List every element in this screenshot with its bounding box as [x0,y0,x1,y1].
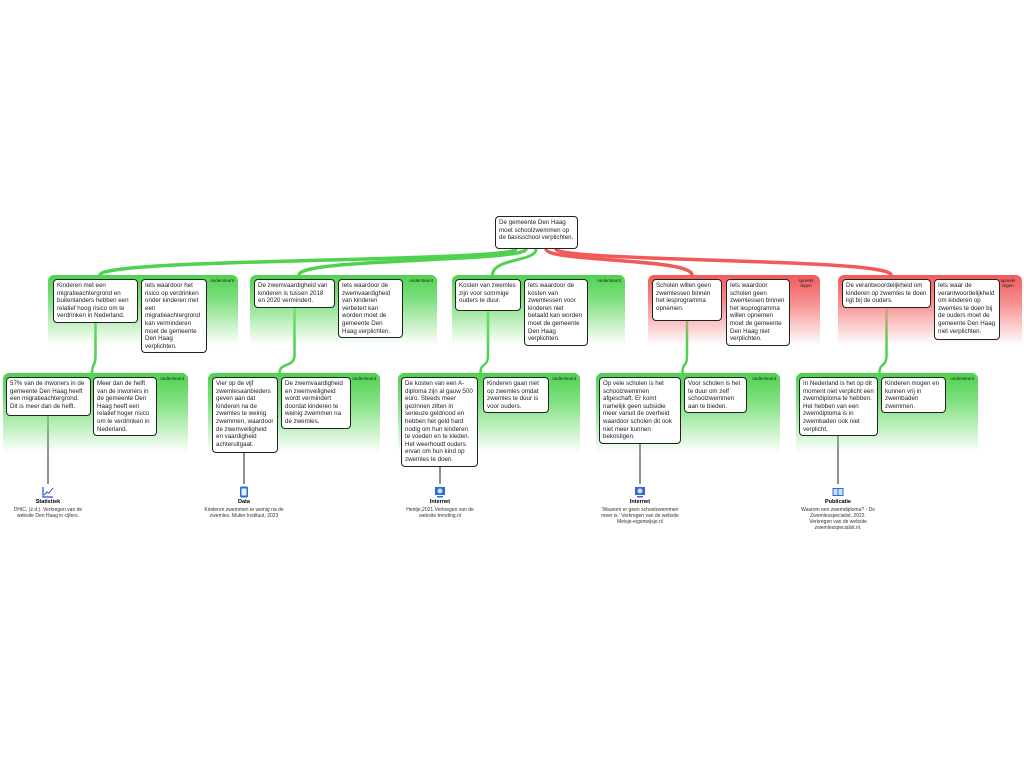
relation-label: spreekt tegen [1000,278,1016,288]
book-icon [832,485,844,497]
internet-icon [434,485,446,498]
support-link-1 [98,247,518,277]
evidence-link-2 [278,305,296,374]
support-link-2 [297,247,528,277]
reason-claim[interactable]: De zwemvaardigheid van kinderen is tusse… [254,279,335,308]
evidence-claim[interactable]: 57% van de inwoners in de gemeente Den H… [6,377,91,416]
reason-warrant[interactable]: Iets waardoor de zwemvaardigheid van kin… [338,279,403,339]
reason-claim[interactable]: Kosten van zwemles zijn voor sommige oud… [455,279,521,311]
source-4[interactable]: Internet 'Waarom er geen schoolzwemmen me… [600,485,680,525]
evidence-warrant[interactable]: Voor scholen is het te duur om zelf scho… [684,377,747,414]
relation-label: ondersteunt [352,376,376,381]
relation-label: ondersteunt [552,376,576,381]
relation-label: ondersteunt [752,376,776,381]
support-link-3 [491,248,538,276]
evidence-link-4 [681,321,689,374]
evidence-link-3 [479,311,490,374]
relation-label: ondersteunt [950,376,974,381]
relation-label: ondersteunt [210,278,234,283]
source-type: Internet [429,499,451,505]
source-citation: 'Waarom er geen schoolzwemmen meer is.' … [601,507,679,525]
source-citation: Hentje,2021.Verkregen van de website tre… [406,507,474,519]
source-citation: DHIC, (z.d.). Verkregen van de website D… [13,507,83,519]
source-type: Internet [629,499,651,505]
internet-icon [634,485,646,498]
relation-label: spreekt tegen [798,278,814,288]
source-type: Publicatie [825,499,851,505]
evidence-warrant[interactable]: Meer dan de helft van de inwoners in de … [93,377,157,437]
chart-icon [42,485,54,498]
evidence-warrant[interactable]: De zwemvaardigheid en zwemveiligheid wor… [281,377,351,429]
evidence-claim[interactable]: In Nederland is het op dit moment niet v… [799,377,878,437]
evidence-claim[interactable]: Op vele scholen is het schoolzwemmen afg… [599,377,681,444]
reason-warrant[interactable]: Iets waardoor scholen geen zwemlessen bi… [726,279,790,346]
reason-warrant[interactable]: Iets waar de verantwoordelijkheid om kin… [934,279,1000,340]
source-type: Statistiek [35,499,61,505]
relation-label: ondersteunt [597,278,621,283]
support-link-5 [554,247,893,277]
evidence-link-5 [878,304,888,374]
data-icon [238,485,250,498]
evidence-warrant[interactable]: Kinderen gaan niet op zwemles omdat zwem… [483,377,549,414]
root-claim[interactable]: De gemeente Den Haag moet schoolzwemmen … [495,216,578,249]
source-citation: Waarom een zwemdiploma? - De Zwemlesspec… [800,507,875,531]
evidence-claim[interactable]: De kosten van een A-diploma zijn al gauw… [401,377,478,467]
evidence-link-1 [90,321,97,374]
reason-warrant[interactable]: Iets waardoor het risico op verdrinken o… [141,279,207,354]
reason-claim[interactable]: De verantwoordelijkheid om kinderen op z… [842,279,931,308]
evidence-warrant[interactable]: Kinderen mogen en kunnen vrij in zwembad… [881,377,946,414]
source-citation: Kinderen zwemmen te weinig na de zwemles… [204,507,284,519]
support-link-4 [544,247,694,276]
reason-claim[interactable]: Scholen willen geen zwemlessen binnen he… [652,279,722,321]
relation-label: ondersteunt [409,278,433,283]
reason-warrant[interactable]: Iets waardoor de kosten van zwemlessen v… [524,279,588,346]
evidence-claim[interactable]: Vier op de vijf zwemlesaanbieders geven … [212,377,278,453]
reason-claim[interactable]: Kinderen met een migratieachtergrond en … [53,279,138,323]
source-type: Data [238,499,250,505]
relation-label: ondersteunt [160,376,184,381]
